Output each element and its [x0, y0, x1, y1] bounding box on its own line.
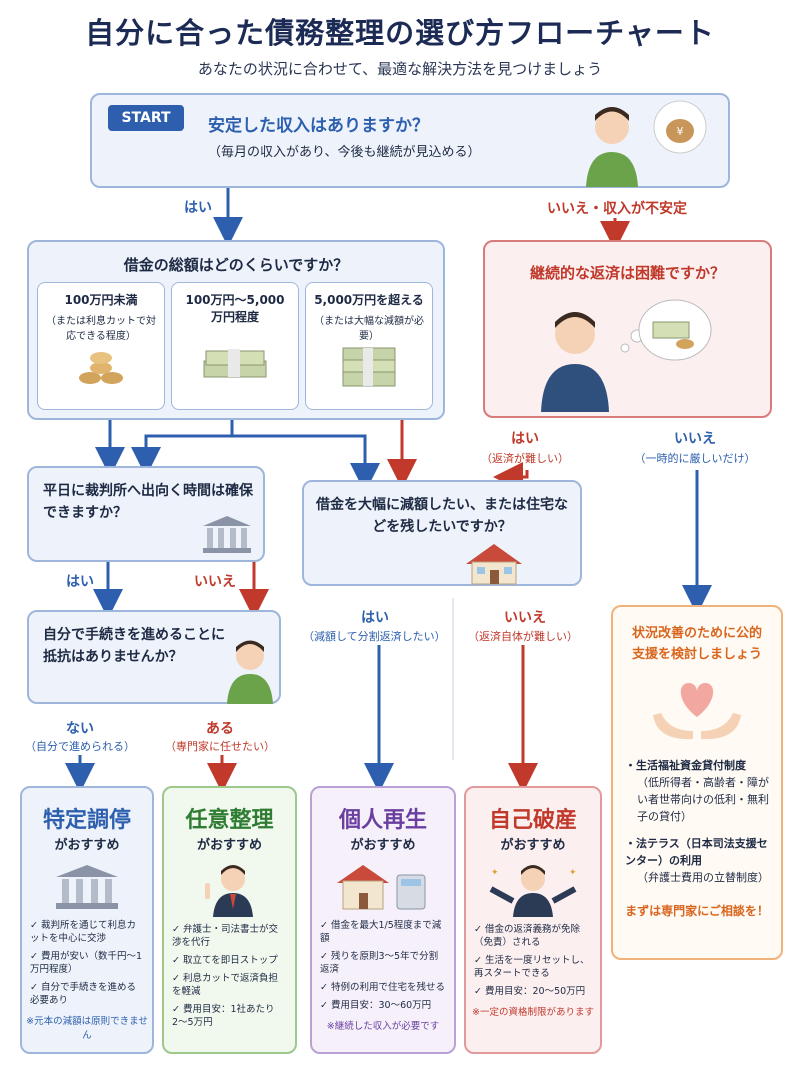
result-tokutei-chotei: 特定調停 がおすすめ ✓ 裁判所を通じて利息カットを中心に交渉 ✓ 費用が安い（…: [20, 786, 154, 1054]
court-box: 平日に裁判所へ出向く時間は確保できますか？: [27, 466, 265, 562]
courthouse-icon: [203, 516, 251, 553]
result-item: ✓ 取立てを即日ストップ: [172, 955, 278, 966]
debt-option-large: 5,000万円を超える （または大幅な減額が必要）: [305, 282, 433, 410]
court-yes-label: はい: [66, 574, 94, 590]
self-box: 自分で手続きを進めることに抵抗はありませんか？: [27, 610, 281, 704]
relieved-person-icon: ✦✦: [489, 865, 577, 917]
result-title: 自己破産: [488, 808, 577, 833]
support-title: 状況改善のために公的支援を検討しましょう: [631, 626, 762, 662]
debt-option-title: 100万円未満: [64, 293, 138, 307]
result-item: ✓ 残りを原則3〜5年で分割返済: [320, 951, 439, 975]
result-item: ✓ 特例の利用で住宅を残せる: [320, 982, 445, 993]
start-yes-label: はい: [184, 200, 212, 216]
result-title: 特定調停: [42, 808, 131, 833]
result-item: ✓ 生活を一度リセットし、再スタートできる: [474, 955, 590, 979]
result-item: ✓ 費用目安：30〜60万円: [320, 1000, 432, 1011]
result-item: ✓ 自分で手続きを進める必要あり: [30, 982, 136, 1006]
result-sub: がおすすめ: [196, 838, 262, 853]
debt-box: 借金の総額はどのくらいですか？ 100万円未満 （または利息カットで対応できる程…: [27, 240, 445, 420]
self-question: 自分で手続きを進めることに抵抗はありませんか？: [43, 627, 225, 665]
house-calculator-icon: [337, 865, 426, 910]
support-item-desc: （低所得者・高齢者・障がい者世帯向けの低利・無利子の貸付）: [637, 776, 769, 823]
debt-question: 借金の総額はどのくらいですか？: [123, 256, 349, 274]
start-no-label: いいえ・収入が不安定: [547, 201, 687, 217]
result-note: ※元本の減額は原則できません: [26, 1016, 148, 1041]
start-sub: （毎月の収入があり、今後も継続が見込める）: [208, 145, 481, 160]
courthouse-icon: [56, 865, 118, 909]
support-item-title: ・生活福祉資金貸付制度: [625, 759, 746, 772]
lawyer-icon: [204, 865, 253, 917]
hardship-question: 継続的な返済は困難ですか？: [529, 264, 725, 282]
money-bundles-icon: [342, 347, 396, 387]
result-kojin-saisei: 個人再生 がおすすめ ✓ 借金を最大1/5程度まで減額 ✓ 残りを原則3〜5年で…: [310, 786, 456, 1054]
result-note: ※一定の資格制限があります: [472, 1007, 594, 1018]
reduce-box: 借金を大幅に減額したい、または住宅などを残したいですか？: [302, 480, 582, 586]
result-title: 個人再生: [338, 808, 427, 833]
debt-option-mid: 100万円〜5,000万円程度: [171, 282, 299, 410]
result-sub: がおすすめ: [54, 838, 120, 853]
house-icon: [466, 544, 522, 585]
arrow-debt-mid: [131, 420, 234, 477]
reduce-no-sub: （返済自体が難しい）: [468, 630, 578, 643]
arrow-debt-mid-reduce: [232, 434, 380, 493]
result-item: ✓ 費用目安：1社あたり2〜5万円: [172, 1004, 275, 1028]
result-sub: がおすすめ: [500, 838, 566, 853]
court-no-label: いいえ: [194, 574, 236, 590]
self-no-sub: （専門家に任せたい）: [165, 740, 275, 753]
coins-icon: [79, 352, 123, 384]
hardship-yes-label: はい: [511, 431, 539, 447]
support-item-title: ・法テラス（日本司法支援センター）の利用: [625, 837, 768, 867]
result-item: ✓ 借金の返済義務が免除（免責）される: [474, 924, 580, 948]
result-item: ✓ 弁護士・司法書士が交渉を代行: [172, 924, 278, 948]
money-stack-icon: [203, 349, 267, 378]
self-no-label: ある: [206, 721, 234, 737]
self-yes-sub: （自分で進められる）: [25, 740, 135, 753]
svg-text:✦: ✦: [569, 868, 577, 878]
hardship-box: 継続的な返済は困難ですか？: [483, 240, 772, 418]
reduce-yes-sub: （減額して分割返済したい）: [303, 630, 446, 643]
support-cta: まずは専門家にご相談を！: [625, 904, 769, 918]
self-yes-label: ない: [66, 721, 94, 737]
result-title: 任意整理: [185, 808, 274, 833]
debt-option-desc: （または大幅な減額が必要）: [314, 316, 424, 342]
reduce-yes-label: はい: [361, 610, 389, 626]
start-question: 安定した収入はありますか？: [208, 116, 429, 136]
debt-option-title: 100万円〜5,000万円程度: [185, 293, 285, 324]
svg-text:✦: ✦: [491, 868, 499, 878]
result-item: ✓ 借金を最大1/5程度まで減額: [320, 920, 442, 944]
person-icon: [227, 640, 273, 704]
heart-hands-icon: [653, 683, 741, 740]
result-item: ✓ 費用目安：20〜50万円: [474, 986, 586, 997]
svg-text:¥: ¥: [677, 125, 684, 138]
hardship-yes-sub: （返済が難しい）: [481, 452, 569, 465]
start-box: START 安定した収入はありますか？ （毎月の収入があり、今後も継続が見込める…: [90, 93, 730, 188]
court-question: 平日に裁判所へ出向く時間は確保できますか？: [43, 483, 253, 521]
arrow-hardship-yes: [493, 462, 529, 492]
debt-option-title: 5,000万円を超える: [314, 293, 424, 307]
result-item: ✓ 裁判所を通じて利息カットを中心に交渉: [30, 920, 136, 944]
page-subtitle: あなたの状況に合わせて、最適な解決方法を見つけましょう: [197, 60, 603, 78]
debt-option-desc: （または利息カットで対応できる程度）: [46, 316, 156, 342]
result-jiko-hasan: 自己破産 がおすすめ ✦✦ ✓ 借金の返済義務が免除（免責）される ✓ 生活を一…: [464, 786, 602, 1054]
result-nini-seiri: 任意整理 がおすすめ ✓ 弁護士・司法書士が交渉を代行 ✓ 取立てを即日ストップ…: [162, 786, 297, 1054]
hardship-no-label: いいえ: [674, 431, 716, 447]
start-badge: START: [108, 105, 184, 131]
result-sub: がおすすめ: [350, 838, 416, 853]
reduce-question: 借金を大幅に減額したい、または住宅などを残したいですか？: [316, 497, 568, 535]
support-box: 状況改善のために公的支援を検討しましょう ・生活福祉資金貸付制度 （低所得者・高…: [611, 605, 783, 960]
page-title: 自分に合った債務整理の選び方フローチャート: [85, 16, 715, 50]
hardship-no-sub: （一時的に厳しいだけ）: [634, 452, 756, 465]
debt-option-small: 100万円未満 （または利息カットで対応できる程度）: [37, 282, 165, 410]
result-note: ※継続した収入が必要です: [326, 1021, 440, 1032]
result-item: ✓ 利息カットで返済負担を軽減: [172, 973, 278, 997]
result-item: ✓ 費用が安い（数千円〜1万円程度）: [30, 951, 143, 975]
worried-person-icon: [541, 299, 712, 412]
reduce-no-label: いいえ: [504, 610, 546, 626]
support-item-desc: （弁護士費用の立替制度）: [637, 871, 769, 884]
person-wallet-icon: ¥: [586, 100, 707, 187]
